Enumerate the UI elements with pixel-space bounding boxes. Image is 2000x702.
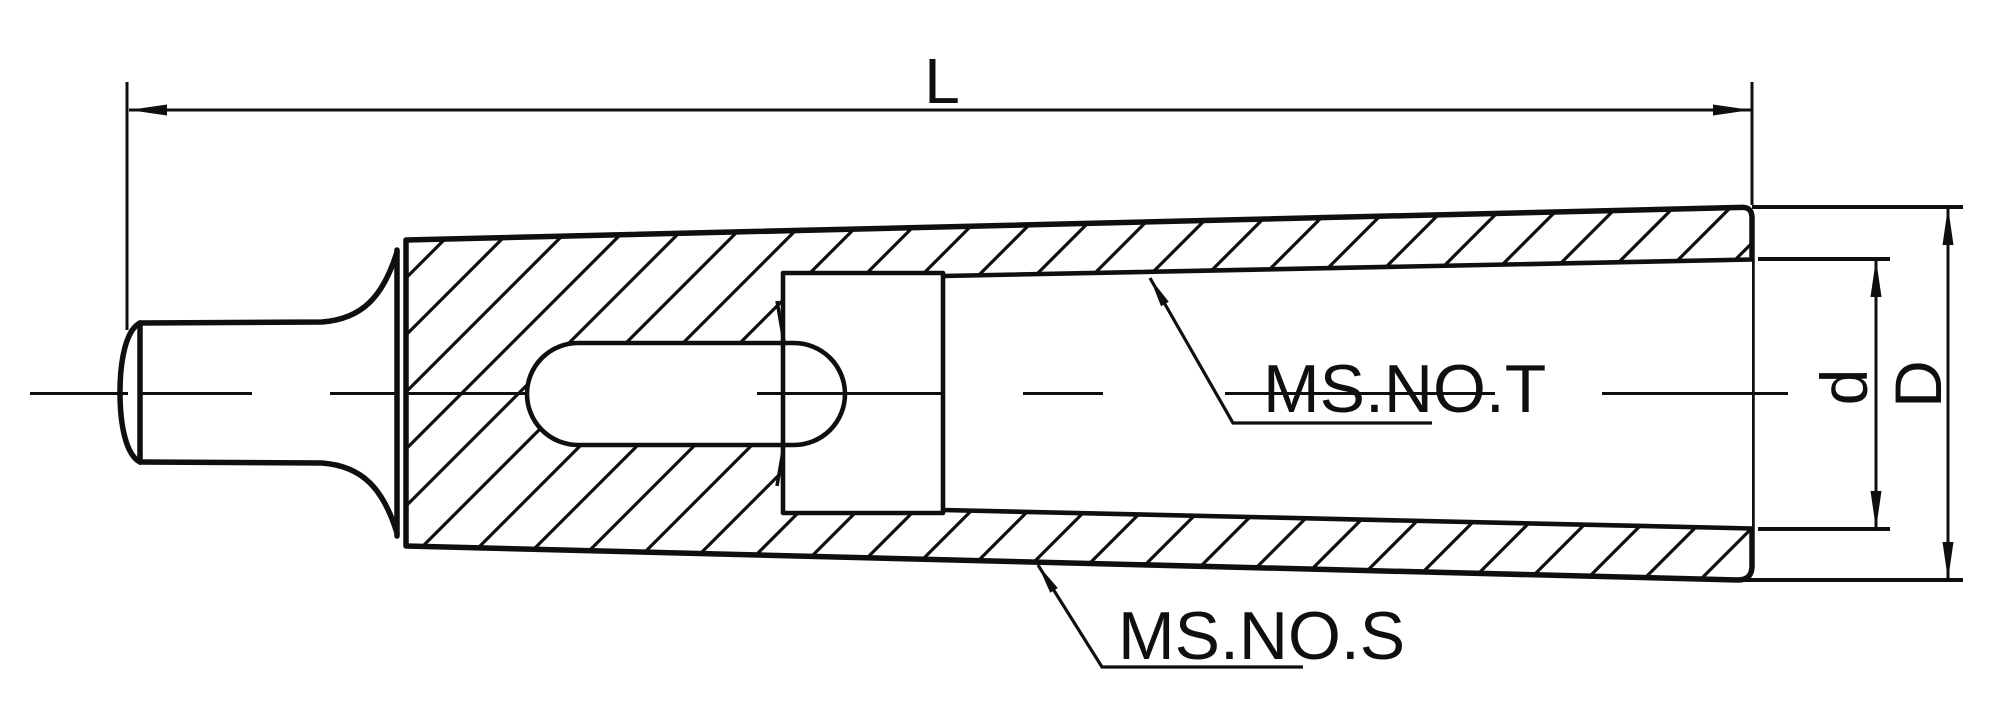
- tang-end: [117, 247, 400, 539]
- extension-lines-D: [1744, 205, 1963, 582]
- tang-profile-bottom: [137, 459, 400, 536]
- arrowhead-d-top: [1870, 259, 1882, 297]
- arrowhead-d-bottom: [1870, 491, 1882, 529]
- dimension-L: L: [125, 45, 1754, 330]
- leader-arrowhead-ms-no-t: [1150, 278, 1169, 307]
- dimension-d: d: [1758, 257, 1890, 531]
- drift-slot-fill: [527, 343, 845, 445]
- dimension-D: D: [1744, 205, 1963, 582]
- taper-small-end-lines: [775, 300, 786, 487]
- extension-lines-d: [1758, 257, 1890, 531]
- callout-shank-taper: MS.NO.S: [1036, 564, 1405, 674]
- dim-label-L: L: [924, 45, 960, 117]
- dim-label-D: D: [1881, 360, 1955, 408]
- tang-profile-top: [137, 249, 400, 326]
- leader-line-ms-no-t: [1148, 277, 1432, 425]
- bore-cavity-outline: [942, 257, 1753, 531]
- leader-line-ms-no-s: [1036, 564, 1303, 669]
- tang-seat-outline: [780, 270, 946, 516]
- arrowhead-D-top: [1942, 207, 1954, 245]
- callout-socket-taper: MS.NO.T: [1148, 277, 1546, 427]
- leader-arrowhead-ms-no-s: [1038, 565, 1058, 593]
- arrowhead-D-bottom: [1942, 542, 1954, 580]
- drift-slot-outline: [524, 340, 848, 448]
- arrowhead-L-left: [129, 104, 167, 116]
- dim-label-d: d: [1807, 369, 1881, 406]
- arrowhead-L-right: [1713, 104, 1751, 116]
- callout-ms-no-s: MS.NO.S: [1118, 598, 1405, 674]
- callout-ms-no-t: MS.NO.T: [1263, 351, 1546, 427]
